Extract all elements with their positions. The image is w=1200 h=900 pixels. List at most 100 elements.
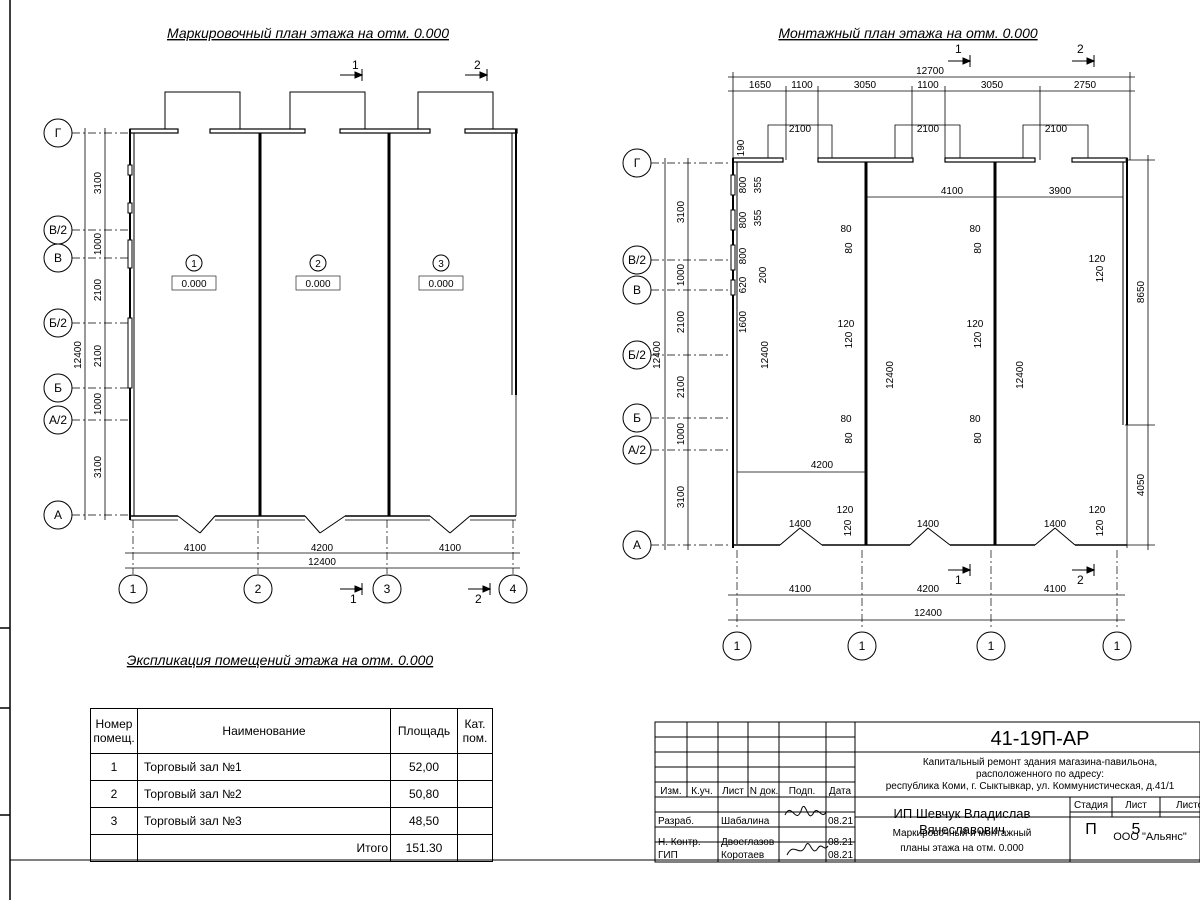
right-section-1-bottom: 1 <box>955 573 962 587</box>
right-wall-80-2: 80 <box>844 242 855 254</box>
right-col-total: 12400 <box>914 608 942 619</box>
right-dim-4050: 4050 <box>1136 473 1147 496</box>
right-wall-80-6: 80 <box>844 432 855 444</box>
header-area: Площадь <box>390 708 458 754</box>
right-axis-col-4: 1 <box>1114 639 1121 653</box>
right-dim-190: 190 <box>736 139 747 156</box>
row-area: 48,50 <box>390 807 458 835</box>
stamp-company: ООО "Альянс" <box>1113 831 1187 843</box>
left-axis-col-3: 3 <box>384 582 391 596</box>
row-area: 50,80 <box>390 780 458 808</box>
right-top-dim-5: 3050 <box>981 80 1004 91</box>
room-1-level: 0.000 <box>181 279 206 290</box>
left-section-2-bottom: 2 <box>475 592 482 606</box>
right-dim-12400-b: 12400 <box>885 361 896 389</box>
header-num: Номер помещ. <box>90 708 138 754</box>
right-top-dim-4: 1100 <box>917 80 939 91</box>
total-value: 151.30 <box>390 834 458 862</box>
right-top-dim-1: 1650 <box>749 80 772 91</box>
left-col-axes <box>118 520 528 604</box>
stamp-stadia: П <box>1085 821 1097 838</box>
right-row-dim-5: 1000 <box>676 422 687 445</box>
right-wall-120-2: 120 <box>844 331 855 348</box>
left-axis-row-5: Б <box>54 381 62 395</box>
right-axis-col-2: 1 <box>859 639 866 653</box>
right-axis-col-3: 1 <box>988 639 995 653</box>
right-wall-120-7: 120 <box>837 505 854 516</box>
header-name: Наименование <box>137 708 391 754</box>
stamp-org-1: ИП Шевчук Владислав <box>894 806 1031 821</box>
left-col-dim-2: 4200 <box>311 543 334 554</box>
right-wall-120-9: 120 <box>1089 505 1106 516</box>
right-vest-dim-1: 2100 <box>789 124 812 135</box>
right-dim-620: 620 <box>738 276 749 293</box>
right-dim-355-b: 355 <box>753 209 764 226</box>
right-top-dim-3: 3050 <box>854 80 877 91</box>
stamp-h-ndok: N док. <box>750 786 779 797</box>
right-row-dim-1: 3100 <box>676 200 687 223</box>
stamp-listov-h: Листов <box>1176 800 1200 811</box>
left-col-total: 12400 <box>308 557 336 568</box>
left-col-dim-3: 4100 <box>439 543 462 554</box>
left-row-axes <box>43 118 128 530</box>
room-2-number: 2 <box>315 259 321 270</box>
left-axis-row-3: В <box>54 251 62 265</box>
right-dim-12400-a: 12400 <box>760 341 771 369</box>
right-wall-120-3: 120 <box>967 319 984 330</box>
stamp-sheet-2: планы этажа на отм. 0.000 <box>900 843 1024 854</box>
stamp-razrab-role: Разраб. <box>658 815 694 827</box>
stamp-nkontr-date: 08.21 <box>828 837 853 848</box>
right-dim-12400-c: 12400 <box>1015 361 1026 389</box>
stamp-object-2: расположенного по адресу: <box>976 769 1104 780</box>
right-wall-120-6: 120 <box>1095 265 1106 282</box>
right-wall-80-5: 80 <box>840 414 852 425</box>
left-col-dim-1: 4100 <box>184 543 207 554</box>
row-num: 3 <box>90 807 138 835</box>
right-plan-walls <box>730 157 1128 548</box>
stamp-code: 41-19П-АР <box>991 728 1090 750</box>
stamp-list: 5 <box>1132 821 1141 838</box>
right-dim-8650: 8650 <box>1136 280 1147 303</box>
total-empty <box>90 834 138 862</box>
left-row-dim-4: 2100 <box>93 344 104 367</box>
right-door-dim-2: 1400 <box>917 519 940 530</box>
row-num: 2 <box>90 780 138 808</box>
table-row: 1 Торговый зал №1 52,00 <box>90 753 493 781</box>
right-top-dim-6: 2750 <box>1074 80 1097 91</box>
room-1-number: 1 <box>191 259 197 270</box>
right-row-dim-3: 2100 <box>676 310 687 333</box>
left-section-1-bottom: 1 <box>350 592 357 606</box>
left-row-dim-6: 3100 <box>93 455 104 478</box>
stamp-h-kuch: К.уч. <box>691 786 713 797</box>
right-wall-80-4: 80 <box>973 242 984 254</box>
row-cat <box>457 780 493 808</box>
right-top-dims <box>728 72 1135 160</box>
room-3-number: 3 <box>438 259 444 270</box>
row-name: Торговый зал №2 <box>137 780 391 808</box>
stamp-razrab-name: Шабалина <box>721 815 770 827</box>
right-axis-row-1: Г <box>634 156 641 170</box>
right-side-dims <box>1125 155 1155 550</box>
right-axis-row-6: А/2 <box>628 443 646 457</box>
left-plan-title: Маркировочный план этажа на отм. 0.000 <box>167 25 449 41</box>
left-axis-row-1: Г <box>55 126 62 140</box>
right-col-axes <box>722 550 1132 661</box>
stamp-h-list: Лист <box>722 786 744 797</box>
row-cat <box>457 753 493 781</box>
stamp-nkontr-role: Н. Контр. <box>658 837 701 848</box>
table-row: 3 Торговый зал №3 48,50 <box>90 807 493 835</box>
right-wall-80-1: 80 <box>840 224 852 235</box>
left-row-dim-2: 1000 <box>93 232 104 255</box>
stamp-nkontr-name: Двоеглазов <box>721 837 774 848</box>
right-dim-3900-inner: 3900 <box>1049 186 1072 197</box>
left-section-2-top: 2 <box>474 58 481 72</box>
right-plan-title: Монтажный план этажа на отм. 0.000 <box>778 25 1038 41</box>
row-num: 1 <box>90 753 138 781</box>
total-label: Итого <box>137 834 391 862</box>
row-area: 52,00 <box>390 753 458 781</box>
signatures <box>784 805 829 856</box>
stamp-stadia-h: Стадия <box>1074 800 1108 811</box>
right-top-dim-2: 1100 <box>791 80 813 91</box>
total-cat <box>457 834 493 862</box>
